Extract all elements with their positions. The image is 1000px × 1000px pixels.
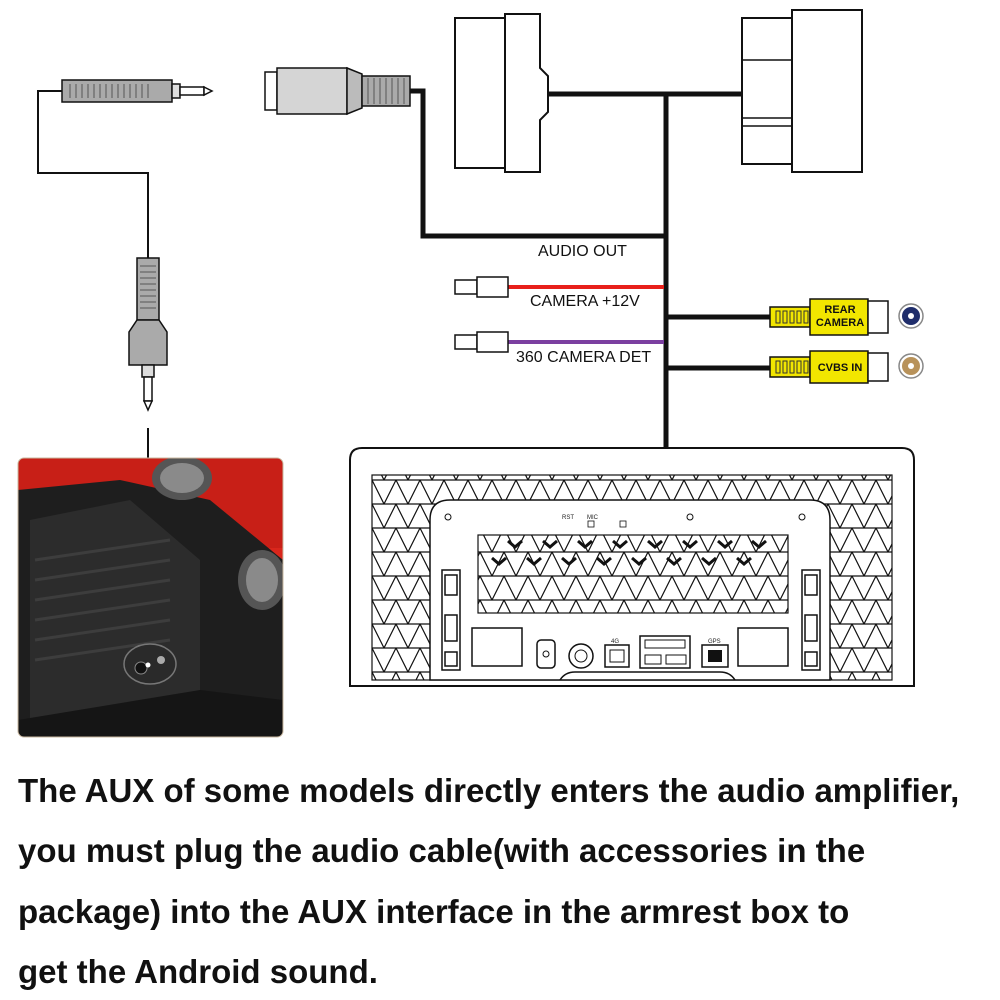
camera-12v-terminal xyxy=(454,276,509,298)
caption-line-2: you must plug the audio cable(with acces… xyxy=(18,832,866,869)
audio-out-label: AUDIO OUT xyxy=(538,243,627,260)
aux-cable xyxy=(37,79,214,665)
port-4g-label: 4G xyxy=(611,639,619,645)
main-harness-socket xyxy=(639,635,691,669)
rst-label: RST xyxy=(562,515,574,521)
cvbs-in-rca: CVBS IN xyxy=(769,350,889,384)
camera-12v-label: CAMERA +12V xyxy=(530,293,640,310)
cvbs-in-tag: CVBS IN xyxy=(818,362,863,374)
camera-det-terminal xyxy=(454,331,509,353)
aux-plug-vertical xyxy=(128,257,168,412)
usb-port-left xyxy=(471,627,523,667)
head-unit-back: RST MIC 4G GPS xyxy=(349,447,915,687)
cvbs-in-port-icon xyxy=(898,353,924,379)
car-connector-left xyxy=(454,13,549,173)
rear-camera-port-icon xyxy=(898,303,924,329)
gps-label: GPS xyxy=(708,639,721,645)
usb-port-right xyxy=(737,627,789,667)
audio-out-plug xyxy=(264,66,411,116)
wiring-diagram: AUDIO OUT CAMERA +12V 360 CAMERA DET REA… xyxy=(17,9,924,738)
rear-camera-rca: REAR CAMERA xyxy=(769,298,889,336)
rear-camera-tag-line2: CAMERA xyxy=(816,317,864,329)
caption-line-3: package) into the AUX interface in the a… xyxy=(18,893,850,930)
camera-det-label: 360 CAMERA DET xyxy=(516,349,651,366)
caption-line-4: get the Android sound. xyxy=(18,953,378,990)
power-socket xyxy=(536,639,594,669)
caption-line-1: The AUX of some models directly enters t… xyxy=(18,772,960,809)
car-connector-right xyxy=(741,9,863,173)
rear-camera-tag-line1: REAR xyxy=(824,304,855,316)
gps-port xyxy=(701,644,729,668)
mic-label: MIC xyxy=(587,515,599,521)
port-4g xyxy=(604,644,630,668)
aux-plug-top xyxy=(61,79,214,103)
aux-port-point xyxy=(145,662,151,668)
armrest-photo xyxy=(17,457,284,738)
